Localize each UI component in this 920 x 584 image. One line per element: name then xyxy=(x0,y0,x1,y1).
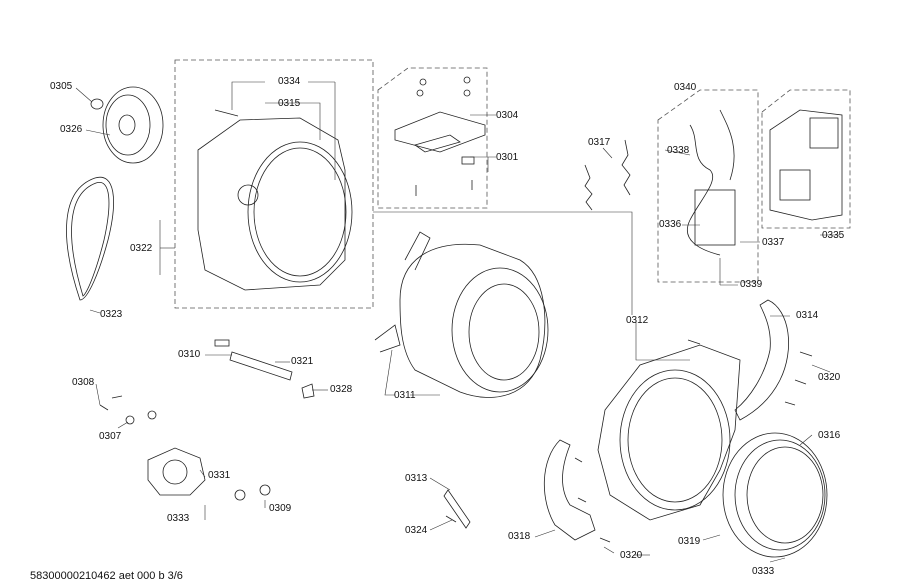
part-label-0316: 0316 xyxy=(818,430,841,441)
part-label-0333-left: 0333 xyxy=(167,513,190,524)
part-label-0334: 0334 xyxy=(278,76,301,87)
wiring-harness-drawing xyxy=(687,109,736,256)
part-label-0317: 0317 xyxy=(588,137,611,148)
heater-bracket-group-box xyxy=(377,67,488,209)
part-label-0308: 0308 xyxy=(72,377,95,388)
counterweight-right-drawing xyxy=(734,299,789,421)
small-screws-right xyxy=(574,339,813,543)
drum-drawing xyxy=(374,231,549,398)
part-label-0320-right: 0320 xyxy=(818,372,841,383)
control-module-group-box xyxy=(761,89,851,229)
part-label-0320-bottom: 0320 xyxy=(620,550,643,561)
springs-drawing xyxy=(584,139,631,211)
leader-lines xyxy=(75,81,840,563)
part-label-0309: 0309 xyxy=(269,503,292,514)
part-label-0328: 0328 xyxy=(330,384,353,395)
tub-rear-group-box xyxy=(174,59,374,309)
door-gasket-drawing xyxy=(722,432,828,558)
part-label-0326: 0326 xyxy=(60,124,83,135)
front-tub-drawing xyxy=(597,344,741,521)
heater-bracket-parts xyxy=(394,76,486,196)
heater-element-drawing xyxy=(214,339,293,381)
part-label-0338: 0338 xyxy=(667,145,690,156)
part-label-0311: 0311 xyxy=(394,390,416,401)
control-module-drawing xyxy=(769,109,843,221)
part-label-0336: 0336 xyxy=(659,219,682,230)
part-label-0301: 0301 xyxy=(496,152,519,163)
hinge-drawing xyxy=(443,489,471,529)
part-label-0331: 0331 xyxy=(208,470,231,481)
pulley-wheel-drawing xyxy=(90,86,164,164)
part-label-0318: 0318 xyxy=(508,531,531,542)
part-label-0323: 0323 xyxy=(100,309,123,320)
part-label-0339: 0339 xyxy=(740,279,763,290)
group-boxes xyxy=(174,59,851,309)
part-label-0305: 0305 xyxy=(50,81,73,92)
part-label-0337: 0337 xyxy=(762,237,785,248)
small-screws-left xyxy=(99,395,157,425)
document-footer-code: 58300000210462 aet 000 b 3/6 xyxy=(30,570,183,582)
part-label-0319: 0319 xyxy=(678,536,701,547)
part-label-0315: 0315 xyxy=(278,98,301,109)
part-label-0333-right: 0333 xyxy=(752,566,775,577)
drive-belt-drawing xyxy=(66,176,114,301)
part-label-0340: 0340 xyxy=(674,82,697,93)
part-label-0313: 0313 xyxy=(405,473,428,484)
sensor-0328-drawing xyxy=(301,383,315,399)
part-label-0335: 0335 xyxy=(822,230,845,241)
part-label-0310: 0310 xyxy=(178,349,201,360)
part-label-0321: 0321 xyxy=(291,356,314,367)
part-label-0312: 0312 xyxy=(626,315,649,326)
part-label-0307: 0307 xyxy=(99,431,122,442)
part-label-0304: 0304 xyxy=(496,110,519,121)
part-label-0322: 0322 xyxy=(130,243,153,254)
part-label-0314: 0314 xyxy=(796,310,819,321)
wiring-harness-group-box xyxy=(657,89,759,283)
pump-drawing xyxy=(147,447,271,501)
counterweight-front-drawing xyxy=(543,439,596,541)
rear-tub-drawing xyxy=(197,109,353,291)
part-label-0324: 0324 xyxy=(405,525,428,536)
